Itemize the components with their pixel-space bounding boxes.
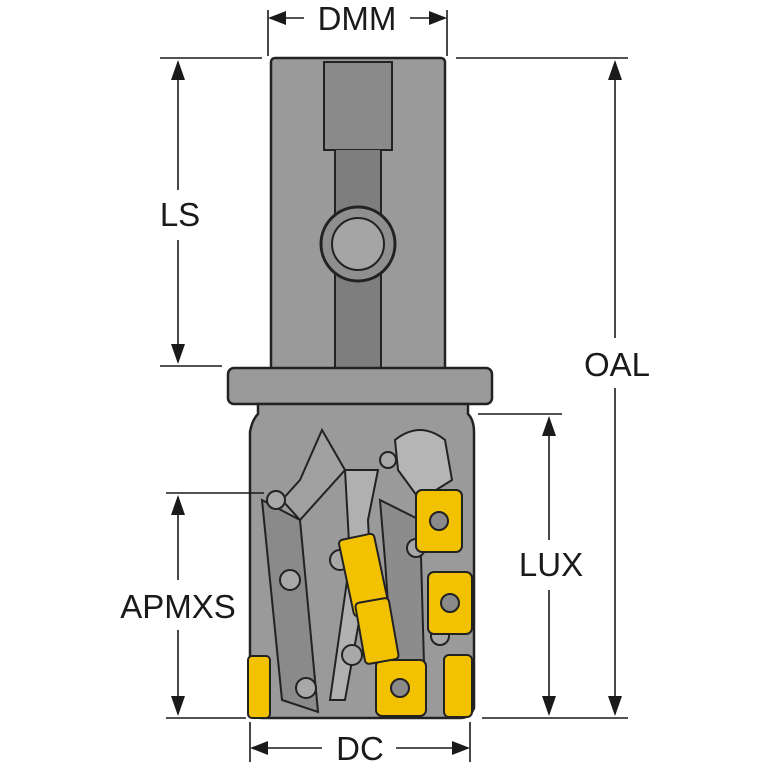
oal-label: OAL (584, 346, 650, 383)
collar (226, 366, 494, 406)
lux-label: LUX (519, 546, 583, 583)
dim-dc: DC (249, 722, 471, 767)
dim-oal: OAL (456, 57, 650, 719)
dim-lux: LUX (478, 413, 583, 716)
cutting-insert (443, 654, 473, 718)
flute-2 (280, 427, 347, 522)
dim-ls: LS (160, 57, 262, 367)
cutting-insert (247, 655, 271, 719)
dim-apmxs: APMXS (120, 492, 264, 719)
dc-label: DC (336, 730, 384, 767)
insert-screw (295, 677, 317, 699)
ls-label: LS (160, 196, 200, 233)
insert-screw (266, 490, 286, 510)
insert-screw (341, 644, 363, 666)
cutting-insert (354, 597, 400, 665)
insert-screw (379, 451, 397, 469)
insert-screw (279, 569, 301, 591)
flute-1 (260, 498, 320, 714)
dim-dmm: DMM (267, 0, 448, 56)
apmxs-label: APMXS (120, 588, 236, 625)
shank-flat (323, 61, 393, 151)
inserts (247, 489, 473, 719)
dmm-label: DMM (318, 0, 397, 37)
